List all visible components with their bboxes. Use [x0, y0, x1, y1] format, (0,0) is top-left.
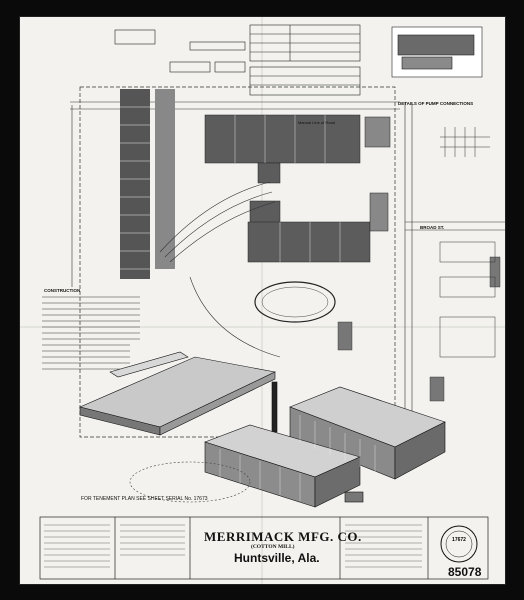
- elevation-details: [439, 127, 496, 358]
- perspective-view: [79, 351, 446, 508]
- company-title: MERRIMACK MFG. CO.: [204, 529, 362, 544]
- title-block: [39, 516, 489, 580]
- underwriters-seal: 17672: [434, 524, 484, 564]
- title-block-lines: [44, 524, 422, 568]
- seal-number: 17672: [452, 537, 466, 543]
- mill-subtitle: (COTTON MILL): [251, 544, 295, 550]
- construction-legend-title: CONSTRUCTION: [44, 288, 81, 293]
- tenement-row-building: [120, 89, 175, 279]
- insurance-map-sheet: Manual Line of Road BROAD ST. DETAILS OF…: [20, 17, 505, 584]
- tenement-serial-note: FOR TENEMENT PLAN SEE SHEET SERIAL No. 1…: [81, 496, 208, 502]
- reservoir: [254, 281, 336, 323]
- outbuildings: [337, 256, 501, 402]
- pump-detail-title: DETAILS OF PUMP CONNECTIONS: [398, 101, 474, 106]
- sheet-number: 85078: [448, 565, 482, 579]
- rail-spurs: [159, 181, 281, 358]
- map-drawing: [20, 17, 505, 584]
- city-title: Huntsville, Ala.: [234, 551, 320, 565]
- header-tables: [114, 24, 361, 96]
- street-label-top: Manual Line of Road: [298, 120, 335, 125]
- street-label-broad: BROAD ST.: [420, 225, 445, 230]
- pump-detail: [391, 26, 483, 78]
- construction-legend-lines: [42, 296, 140, 370]
- seal-icon: [440, 525, 478, 563]
- mill-buildings: [204, 114, 391, 263]
